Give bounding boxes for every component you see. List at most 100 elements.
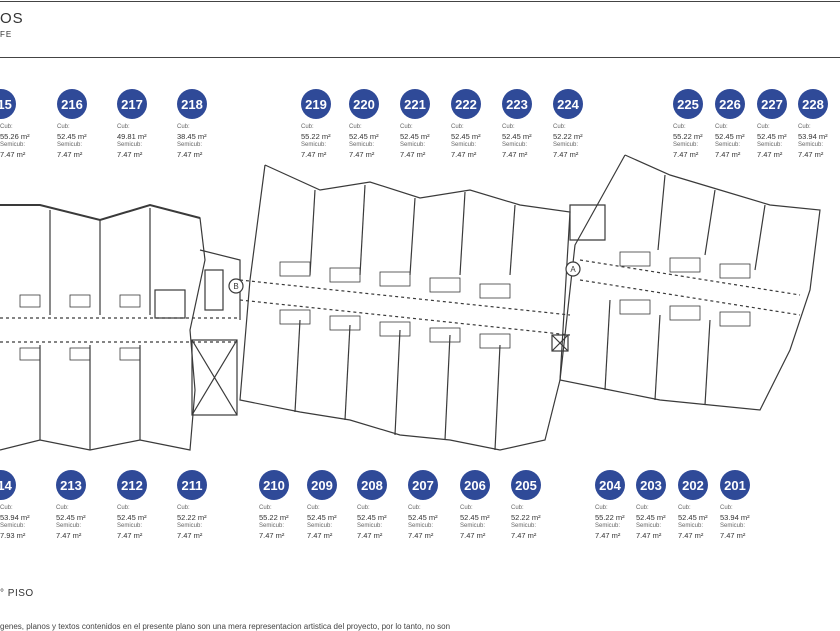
semicub-value: 7.47 m² [553,150,579,159]
unit-info: Cub: 52.45 m² Semicub: 7.47 m² [57,123,117,159]
cub-value: 52.45 m² [502,132,532,141]
unit-208[interactable]: 208 Cub: 52.45 m² Semicub: 7.47 m² [357,470,417,540]
semicub-label: Semicub: [720,523,746,529]
unit-badge: 208 [357,470,387,500]
cub-value: 52.45 m² [408,513,438,522]
unit-213[interactable]: 213 Cub: 52.45 m² Semicub: 7.47 m² [56,470,116,540]
unit-220[interactable]: 220 Cub: 52.45 m² Semicub: 7.47 m² [349,89,409,159]
cub-value: 52.45 m² [400,132,430,141]
header-top-rule [0,1,840,2]
unit-badge: 209 [307,470,337,500]
cub-label: Cub: [117,124,130,130]
page-title: OS [0,10,24,27]
semicub-value: 7.47 m² [117,150,143,159]
unit-225[interactable]: 225 Cub: 55.22 m² Semicub: 7.47 m² [673,89,733,159]
cub-value: 52.45 m² [56,513,86,522]
unit-218[interactable]: 218 Cub: 38.45 m² Semicub: 7.47 m² [177,89,237,159]
cub-value: 52.45 m² [636,513,666,522]
semicub-value: 7.47 m² [0,150,26,159]
semicub-label: Semicub: [259,523,285,529]
semicub-value: 7.47 m² [511,531,537,540]
unit-badge: 216 [57,89,87,119]
unit-227[interactable]: 227 Cub: 52.45 m² Semicub: 7.47 m² [757,89,817,159]
unit-info: Cub: 52.45 m² Semicub: 7.47 m² [307,504,367,540]
semicub-label: Semicub: [0,523,26,529]
unit-222[interactable]: 222 Cub: 52.45 m² Semicub: 7.47 m² [451,89,511,159]
semicub-label: Semicub: [636,523,662,529]
cub-label: Cub: [56,505,69,511]
unit-badge: 204 [595,470,625,500]
unit-badge: 212 [117,470,147,500]
semicub-label: Semicub: [595,523,621,529]
unit-223[interactable]: 223 Cub: 52.45 m² Semicub: 7.47 m² [502,89,562,159]
unit-badge: 221 [400,89,430,119]
unit-badge: 222 [451,89,481,119]
plan-fixtures [19,251,751,361]
semicub-label: Semicub: [57,142,83,148]
core-label-b: B [233,282,238,291]
semicub-label: Semicub: [678,523,704,529]
cub-value: 55.26 m² [0,132,30,141]
cub-value: 52.45 m² [715,132,745,141]
unit-210[interactable]: 210 Cub: 55.22 m² Semicub: 7.47 m² [259,470,319,540]
unit-216[interactable]: 216 Cub: 52.45 m² Semicub: 7.47 m² [57,89,117,159]
cub-value: 55.22 m² [301,132,331,141]
unit-202[interactable]: 202 Cub: 52.45 m² Semicub: 7.47 m² [678,470,738,540]
cub-value: 53.94 m² [0,513,30,522]
cub-label: Cub: [511,505,524,511]
unit-209[interactable]: 209 Cub: 52.45 m² Semicub: 7.47 m² [307,470,367,540]
semicub-label: Semicub: [56,523,82,529]
cub-value: 52.45 m² [307,513,337,522]
unit-info: Cub: 52.45 m² Semicub: 7.47 m² [715,123,775,159]
unit-226[interactable]: 226 Cub: 52.45 m² Semicub: 7.47 m² [715,89,775,159]
cub-label: Cub: [57,124,70,130]
unit-203[interactable]: 203 Cub: 52.45 m² Semicub: 7.47 m² [636,470,696,540]
unit-221[interactable]: 221 Cub: 52.45 m² Semicub: 7.47 m² [400,89,460,159]
disclaimer-text: genes, planos y textos contenidos en el … [0,622,451,631]
unit-info: Cub: 53.94 m² Semicub: 7.47 m² [798,123,840,159]
unit-badge: 214 [0,470,16,500]
unit-206[interactable]: 206 Cub: 52.45 m² Semicub: 7.47 m² [460,470,520,540]
semicub-label: Semicub: [511,523,537,529]
semicub-value: 7.47 m² [349,150,375,159]
unit-217[interactable]: 217 Cub: 49.81 m² Semicub: 7.47 m² [117,89,177,159]
cub-value: 52.45 m² [460,513,490,522]
unit-badge: 220 [349,89,379,119]
cub-value: 53.94 m² [798,132,828,141]
unit-204[interactable]: 204 Cub: 55.22 m² Semicub: 7.47 m² [595,470,655,540]
unit-211[interactable]: 211 Cub: 52.22 m² Semicub: 7.47 m² [177,470,237,540]
unit-badge: 213 [56,470,86,500]
unit-207[interactable]: 207 Cub: 52.45 m² Semicub: 7.47 m² [408,470,468,540]
unit-228[interactable]: 228 Cub: 53.94 m² Semicub: 7.47 m² [798,89,840,159]
cub-label: Cub: [117,505,130,511]
semicub-label: Semicub: [673,142,699,148]
unit-205[interactable]: 205 Cub: 52.22 m² Semicub: 7.47 m² [511,470,571,540]
unit-219[interactable]: 219 Cub: 55.22 m² Semicub: 7.47 m² [301,89,361,159]
floor-label: ° PISO [0,588,34,599]
unit-info: Cub: 53.94 m² Semicub: 7.93 m² [0,504,46,540]
unit-info: Cub: 55.22 m² Semicub: 7.47 m² [259,504,319,540]
semicub-label: Semicub: [460,523,486,529]
cub-label: Cub: [636,505,649,511]
unit-201[interactable]: 201 Cub: 53.94 m² Semicub: 7.47 m² [720,470,780,540]
unit-224[interactable]: 224 Cub: 52.22 m² Semicub: 7.47 m² [553,89,613,159]
semicub-value: 7.47 m² [56,531,82,540]
unit-215[interactable]: 215 Cub: 55.26 m² Semicub: 7.47 m² [0,89,46,159]
semicub-value: 7.47 m² [57,150,83,159]
unit-info: Cub: 52.45 m² Semicub: 7.47 m² [408,504,468,540]
cub-label: Cub: [177,124,190,130]
cub-label: Cub: [451,124,464,130]
cub-value: 52.45 m² [349,132,379,141]
unit-212[interactable]: 212 Cub: 52.45 m² Semicub: 7.47 m² [117,470,177,540]
semicub-value: 7.47 m² [451,150,477,159]
cub-value: 49.81 m² [117,132,147,141]
cub-label: Cub: [259,505,272,511]
cub-label: Cub: [798,124,811,130]
unit-214[interactable]: 214 Cub: 53.94 m² Semicub: 7.93 m² [0,470,46,540]
header-rule [0,57,840,58]
semicub-label: Semicub: [177,142,203,148]
semicub-label: Semicub: [757,142,783,148]
unit-info: Cub: 52.22 m² Semicub: 7.47 m² [177,504,237,540]
unit-info: Cub: 52.22 m² Semicub: 7.47 m² [511,504,571,540]
unit-badge: 215 [0,89,16,119]
